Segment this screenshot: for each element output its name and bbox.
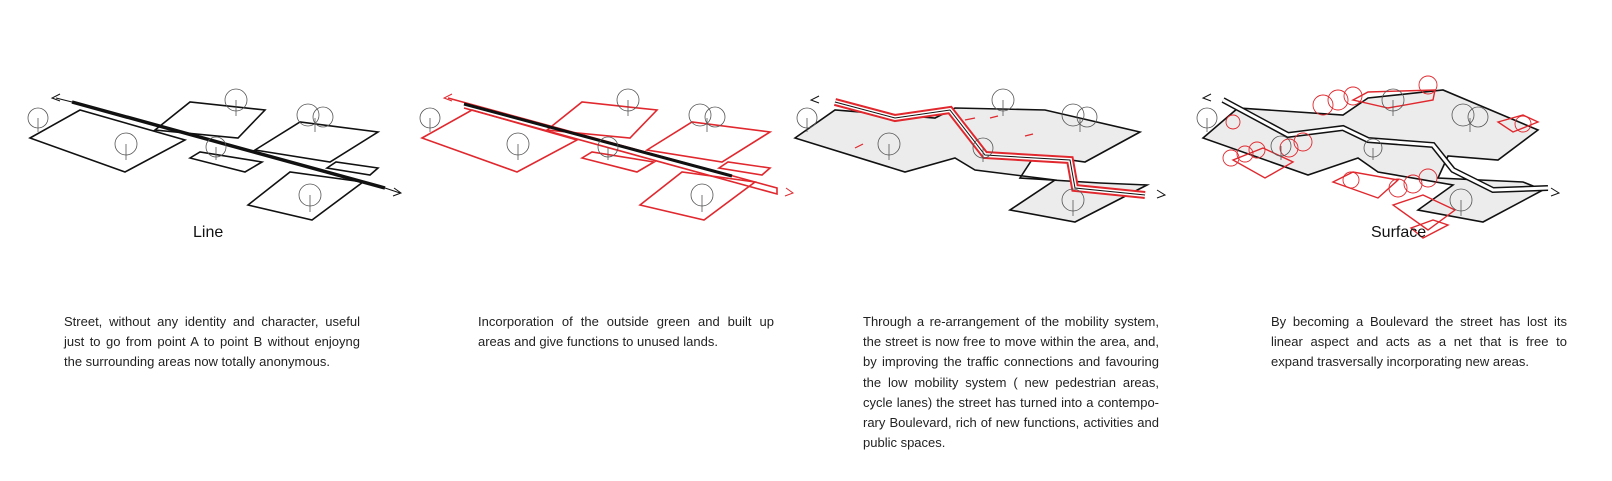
red-area <box>1331 171 1400 199</box>
tree-icon <box>1196 107 1218 132</box>
line-diagram <box>27 88 403 221</box>
caption-line: rary Boulevard, rich of new functions, a… <box>863 415 1159 431</box>
land-plot <box>638 171 758 221</box>
caption-line: Through a re-arrangement of the mobility… <box>863 314 1159 329</box>
tree-icon <box>1381 88 1405 116</box>
tree-icon <box>1363 138 1383 160</box>
tree-icon-group-red <box>1222 75 1532 198</box>
tree-icon <box>991 88 1015 116</box>
tree-icon <box>114 132 138 160</box>
caption-line: By becoming a Boulevard the street has l… <box>1271 314 1567 329</box>
tree-icon <box>224 88 248 116</box>
caption: By becoming a Boulevard the street has l… <box>1271 312 1567 373</box>
caption: Incorporation of the outside green and b… <box>478 312 774 352</box>
tree-icon <box>972 137 994 162</box>
tree-icon <box>597 136 619 160</box>
caption: Street, without any identity and charact… <box>64 312 360 373</box>
diagram-panel-rearrangement: Through a re-arrangement of the mobility… <box>785 0 1188 481</box>
land-surface <box>793 107 1151 223</box>
arrow-head-left <box>809 95 820 104</box>
tree-icon <box>1451 103 1489 132</box>
red-area <box>1496 114 1540 133</box>
tree-icon <box>796 107 818 132</box>
red-area <box>1391 194 1457 231</box>
diagram-label: Surface <box>1371 224 1427 241</box>
tree-icon <box>1449 188 1473 216</box>
caption-line: the street is now free to move within th… <box>863 334 1159 350</box>
caption-line: expand trasversally incorporating new ar… <box>1271 354 1529 370</box>
land-plot <box>420 109 580 173</box>
surface-diagram <box>1196 75 1561 239</box>
tree-icon <box>1061 103 1098 132</box>
tree-icon <box>616 88 640 116</box>
red-area <box>1409 219 1450 239</box>
arrow-line <box>55 97 73 103</box>
arrow-head-left <box>1201 93 1212 102</box>
diagram-panel-incorporation: Incorporation of the outside green and b… <box>392 0 795 481</box>
caption-line: linear aspect and acts as a net that is … <box>1271 334 1567 350</box>
tree-icon <box>296 103 334 132</box>
arrow-head-right <box>784 187 795 197</box>
arrow-head-right <box>392 187 403 197</box>
arrow-head-left <box>442 93 453 102</box>
tree-icon <box>205 136 227 160</box>
caption-line: the low mobility system ( new pedestrian… <box>863 374 1159 390</box>
tree-icon <box>419 107 441 132</box>
land-plot <box>246 171 366 221</box>
land-plot <box>324 161 380 176</box>
caption-line: by improving the traffic connections and… <box>863 354 1159 370</box>
diagram-panel-line: Line Street, without any identity and ch… <box>0 0 403 481</box>
red-area <box>1351 89 1436 109</box>
land-plot <box>579 151 657 173</box>
rearrangement-diagram <box>793 88 1167 223</box>
land-plot <box>28 109 188 173</box>
land-plot <box>152 101 267 139</box>
arrow-head-left <box>50 93 61 102</box>
tree-icon <box>690 183 714 212</box>
land-plot <box>187 151 265 173</box>
street-line <box>71 100 386 190</box>
caption-line: public spaces. <box>863 435 946 451</box>
street-line <box>463 102 733 178</box>
red-markers <box>854 115 1034 149</box>
tree-icon <box>877 132 901 160</box>
land-plot <box>252 121 381 163</box>
caption-line: just to go from point A to point B witho… <box>64 334 360 350</box>
caption-line: Incorporation of the outside green and b… <box>478 314 774 329</box>
tree-icon <box>27 107 49 132</box>
caption-line: areas and give functions to unused lands… <box>478 334 718 350</box>
incorporation-diagram <box>419 88 795 221</box>
caption-line: Street, without any identity and charact… <box>64 314 360 329</box>
diagram-panel-surface: Surface By becoming a Boulevard the stre… <box>1193 0 1596 481</box>
caption: Through a re-arrangement of the mobility… <box>863 312 1159 453</box>
tree-icon <box>688 103 726 132</box>
caption-line: cycle lanes) the street has turned into … <box>863 394 1159 410</box>
arrow-head-right <box>1156 189 1167 199</box>
tree-icon <box>1270 135 1292 160</box>
tree-icon <box>506 132 530 160</box>
diagram-label: Line <box>193 224 224 241</box>
tree-icon <box>298 183 322 212</box>
tree-icon <box>1061 188 1085 216</box>
arrow-head-right <box>1550 187 1561 197</box>
land-plot <box>716 161 772 176</box>
arrow-line <box>384 187 401 194</box>
caption-line: the surrounding areas now totally anonym… <box>64 354 330 370</box>
land-plot <box>544 101 659 139</box>
street-line <box>1222 98 1549 192</box>
street-line <box>834 101 1146 196</box>
land-plot <box>644 121 773 163</box>
